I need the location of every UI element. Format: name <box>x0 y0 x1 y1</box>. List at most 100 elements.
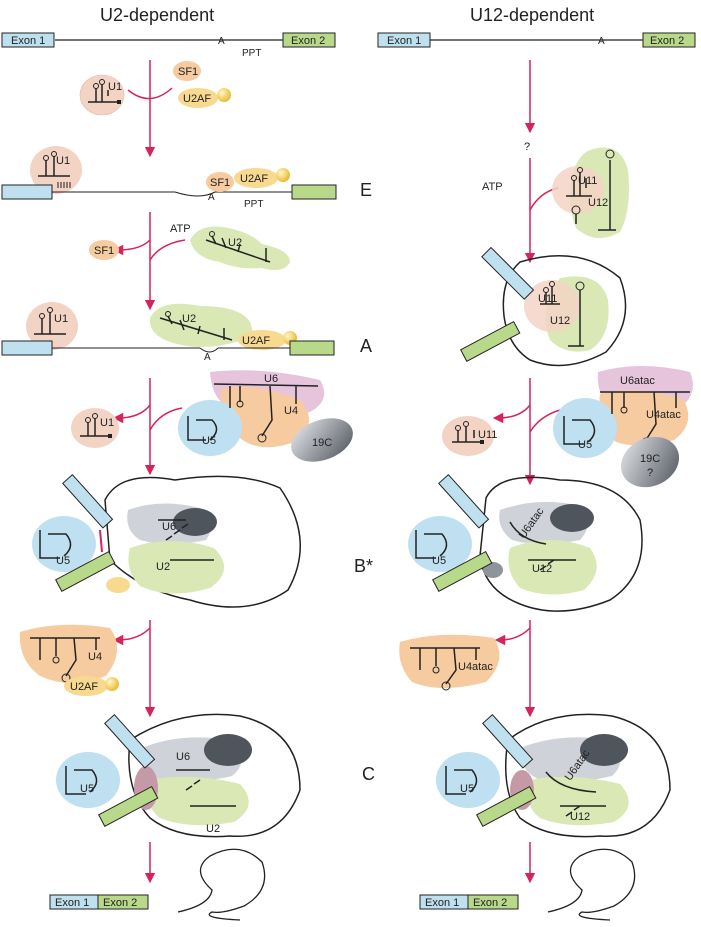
right-c-u12-label: U12 <box>570 811 590 823</box>
right-branch-a-label: A <box>598 36 605 47</box>
left-e-ppt-label: PPT <box>244 199 263 210</box>
left-complex-a: U1 U2 U2AF A <box>1 302 335 363</box>
right-spliced-mrna: Exon 1 Exon 2 <box>419 894 519 910</box>
left-exit-arrow-u1 <box>112 404 151 424</box>
right-bstar-u12-label: U12 <box>532 563 552 575</box>
left-trisnrnp: U6 U4 U5 <box>178 370 325 456</box>
right-complex-c: U6atac U12 U5 <box>436 713 671 838</box>
right-exon1-box <box>377 32 431 48</box>
right-disnrnp-u11-label: U11 <box>578 175 597 187</box>
right-tri-u6atac-label: U6atac <box>620 375 655 387</box>
left-complex-e: U1 SF1 U2AF A PPT <box>1 146 337 210</box>
right-column-title: U12-dependent <box>470 5 594 25</box>
left-join-arrow-trisnrnp <box>149 407 183 431</box>
right-a-u11-label: U11 <box>538 293 557 305</box>
left-u2af-released-label: U2AF <box>70 681 98 693</box>
right-atp-label: ATP <box>482 181 503 193</box>
right-19c-label: 19C <box>640 453 660 465</box>
left-tri-u6-label: U6 <box>264 373 278 385</box>
right-pre-mrna: Exon 1 Exon 2 A <box>377 32 696 48</box>
left-u2-free: U2 <box>190 226 290 270</box>
left-u1-free: U1 <box>79 74 125 116</box>
left-a-u2-label: U2 <box>182 313 196 325</box>
right-exon2-label: Exon 2 <box>650 35 684 47</box>
left-e-u2af-label: U2AF <box>240 173 268 185</box>
left-tri-u5-label: U5 <box>202 435 216 447</box>
left-sf1-released: SF1 <box>89 240 119 260</box>
left-ppt-label: PPT <box>242 48 261 59</box>
left-u4-released-label: U4 <box>88 651 102 663</box>
stage-a-label: A <box>360 336 372 356</box>
left-u1-released-label: U1 <box>100 417 114 429</box>
stage-e-label: E <box>360 180 372 200</box>
left-u1-free-label: U1 <box>108 81 122 93</box>
left-a-u1-label: U1 <box>54 313 68 325</box>
right-product-exon2-label: Exon 2 <box>473 897 507 909</box>
right-lariat <box>547 848 636 921</box>
left-sf1-released-label: SF1 <box>94 245 114 257</box>
right-product-exon1-label: Exon 1 <box>425 897 459 909</box>
left-u2-free-label: U2 <box>228 237 242 249</box>
right-exon1-label: Exon 1 <box>387 35 421 47</box>
left-exit-arrow-sf1 <box>112 239 151 256</box>
right-u11-released: U11 <box>442 416 497 456</box>
right-trisnrnp: U6atac U4atac U5 <box>553 366 693 458</box>
right-complex-a: U11 U12 <box>460 246 627 367</box>
left-exon2-box <box>282 32 336 48</box>
right-u4atac-released-label: U4atac <box>458 661 493 673</box>
left-e-u1-label: U1 <box>56 155 70 167</box>
right-join-arrow-trisnrnp <box>529 409 561 433</box>
right-u11-u12-disnrnp: U11 U12 <box>552 147 629 239</box>
right-tri-u5-label: U5 <box>578 439 592 451</box>
right-complex-bstar: U6atac U12 U5 <box>408 473 643 612</box>
right-19c-question-label: ? <box>647 467 653 479</box>
left-branch-a-label: A <box>218 36 225 47</box>
right-c-u5-label: U5 <box>460 783 474 795</box>
left-u1-released: U1 <box>71 408 119 448</box>
left-exon1-box <box>1 32 55 48</box>
right-19c: 19C ? <box>620 436 680 488</box>
left-a-a-label: A <box>204 352 211 363</box>
left-c-u6-label: U6 <box>176 751 190 763</box>
left-a-u2af-label: U2AF <box>242 335 270 347</box>
right-u11-released-label: U11 <box>478 429 497 441</box>
right-a-u12-label: U12 <box>550 315 570 327</box>
left-u2af-free: U2AF <box>178 88 231 108</box>
left-sf1-free: SF1 <box>173 61 201 81</box>
left-u2af-released: U2AF <box>64 676 119 696</box>
left-complex-c: U6 U2 U5 <box>56 713 301 838</box>
left-bstar-u6-label: U6 <box>162 521 176 533</box>
left-exon2-label: Exon 2 <box>291 35 325 47</box>
left-exon1-label: Exon 1 <box>11 35 45 47</box>
left-join-arrow-u2 <box>149 239 186 261</box>
right-u4atac-released: U4atac <box>399 634 500 691</box>
left-bstar-u5-label: U5 <box>56 555 70 567</box>
right-disnrnp-u12-label: U12 <box>588 197 608 209</box>
right-exit-arrow-u4atac <box>494 627 531 646</box>
left-u4-released: U4 <box>19 624 118 683</box>
stage-c-label: C <box>362 764 375 784</box>
left-u2af-free-label: U2AF <box>183 93 211 105</box>
right-exon2-box <box>642 32 696 48</box>
left-c-u5-label: U5 <box>80 783 94 795</box>
left-19c-label: 19C <box>312 437 332 449</box>
right-bstar-u5-label: U5 <box>432 555 446 567</box>
left-complex-bstar: U6 U2 U5 <box>32 473 301 608</box>
left-column-title: U2-dependent <box>100 5 214 25</box>
left-lariat <box>177 848 266 921</box>
left-bstar-u2-label: U2 <box>156 561 170 573</box>
left-pre-mrna: Exon 1 Exon 2 A PPT <box>1 32 336 59</box>
right-tri-u4atac-label: U4atac <box>646 409 681 421</box>
left-product-exon1-label: Exon 1 <box>55 897 89 909</box>
left-19c: 19C <box>291 418 353 462</box>
left-tri-u4-label: U4 <box>284 405 298 417</box>
left-product-exon2-label: Exon 2 <box>103 897 137 909</box>
left-c-u2-label: U2 <box>206 823 220 835</box>
stage-bstar-label: B* <box>354 556 373 576</box>
left-sf1-free-label: SF1 <box>178 66 198 78</box>
left-e-sf1-label: SF1 <box>210 177 230 189</box>
left-exit-arrow-u4 <box>112 627 151 646</box>
right-question-label-1: ? <box>524 141 530 153</box>
right-exit-arrow-u11 <box>492 404 531 424</box>
